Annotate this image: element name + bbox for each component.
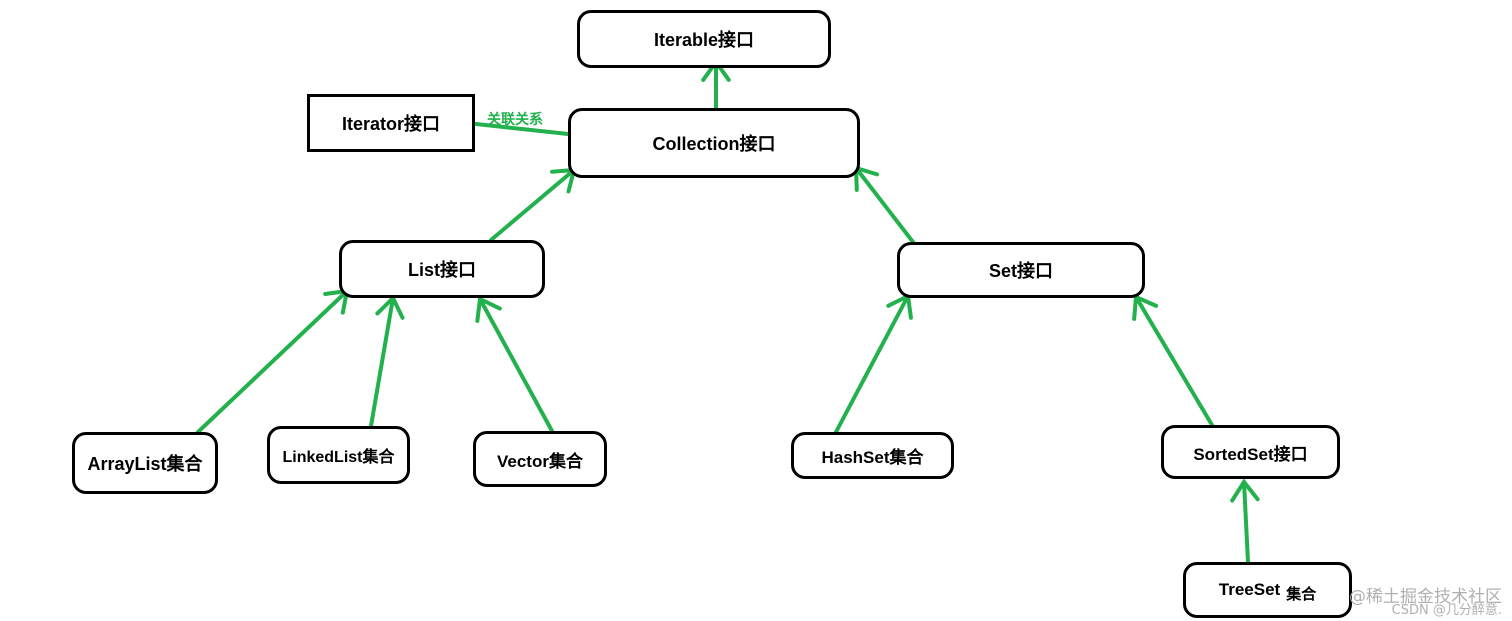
arrow-sortedset-to-set xyxy=(1134,295,1214,427)
arrow-set-to-collection xyxy=(854,166,915,244)
juejin-watermark: @稀土掘金技术社区 xyxy=(1349,587,1502,607)
arrow-list-to-collection xyxy=(489,168,576,242)
arraylist-label: ArrayList集合 xyxy=(87,454,203,474)
treeset-node: TreeSet 集合 xyxy=(1183,562,1352,618)
set-label: Set接口 xyxy=(988,261,1053,281)
list-node: List接口 xyxy=(339,240,545,298)
arrow-treeset-to-sortedset xyxy=(1242,480,1250,564)
line-iterator-collection-association xyxy=(474,122,570,136)
vector-label: Vector集合 xyxy=(497,451,583,471)
collection-label: Collection接口 xyxy=(652,134,776,154)
hashset-label: HashSet集合 xyxy=(821,448,924,467)
treeset-suffix-label: 集合 xyxy=(1286,585,1317,603)
arrow-hashset-to-set xyxy=(834,294,910,434)
sortedset-label: SortedSet接口 xyxy=(1193,444,1308,464)
iterable-label: Iterable接口 xyxy=(653,30,755,50)
linkedlist-node: LinkedList集合 xyxy=(267,426,410,484)
arrow-linkedlist-to-list xyxy=(369,296,395,428)
hashset-node: HashSet集合 xyxy=(791,432,954,479)
arrow-vector-to-list xyxy=(478,297,554,433)
linkedlist-label: LinkedList集合 xyxy=(282,449,395,466)
arrow-treeset-to-sortedset-head xyxy=(1230,478,1260,503)
arrow-arraylist-to-list xyxy=(196,289,349,434)
association-label: 关联关系 xyxy=(487,111,543,127)
vector-node: Vector集合 xyxy=(473,431,607,487)
list-label: List接口 xyxy=(407,260,476,280)
arrow-linkedlist-to-list-head xyxy=(375,294,405,320)
iterator-node: Iterator接口 xyxy=(307,94,475,152)
collection-node: Collection接口 xyxy=(568,108,860,178)
csdn-watermark: CSDN @几分醉意. xyxy=(1391,603,1502,618)
arraylist-node: ArrayList集合 xyxy=(72,432,218,494)
set-node: Set接口 xyxy=(897,242,1145,298)
arrow-vector-to-list-head xyxy=(475,295,502,323)
sortedset-node: SortedSet接口 xyxy=(1161,425,1340,479)
iterable-node: Iterable接口 xyxy=(577,10,831,68)
iterator-label: Iterator接口 xyxy=(341,114,440,134)
treeset-label: TreeSet xyxy=(1218,580,1281,599)
